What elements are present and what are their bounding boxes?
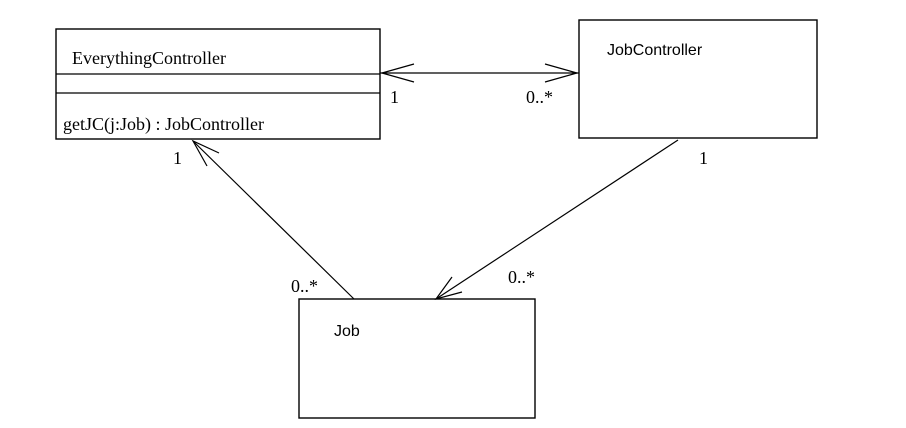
association-job-controller-job: 1 0..* — [434, 139, 708, 301]
job-class: Job — [298, 298, 536, 419]
arrowhead-to-job-controller — [544, 63, 580, 83]
everything-controller-operation: getJC(j:Job) : JobController — [63, 114, 264, 135]
arrowhead-to-everything-controller — [379, 63, 415, 83]
job-controller-name: JobController — [607, 42, 703, 59]
job-controller-box — [578, 19, 818, 139]
multiplicity-job-end-jc-assoc: 0..* — [508, 267, 535, 287]
job-box — [298, 298, 536, 419]
association-everything-controller-job-controller: 1 0..* — [379, 63, 580, 107]
everything-controller-name: EverythingController — [72, 48, 226, 68]
association-line-jc-job — [435, 139, 679, 300]
association-line-job-ec — [192, 140, 355, 300]
job-controller-class: JobController — [578, 19, 818, 139]
everything-controller-class: EverythingController getJC(j:Job) : JobC… — [55, 28, 381, 140]
everything-controller-box — [55, 28, 381, 140]
multiplicity-ec-end: 1 — [390, 87, 399, 107]
arrowhead-to-everything-controller-from-job — [191, 139, 220, 167]
multiplicity-jc-end-job-assoc: 1 — [699, 148, 708, 168]
multiplicity-jc-end: 0..* — [526, 87, 553, 107]
arrowhead-to-job — [434, 276, 463, 301]
association-job-everything-controller: 1 0..* — [173, 139, 355, 300]
multiplicity-job-end-ec-assoc: 0..* — [291, 276, 318, 296]
multiplicity-ec-end-job-assoc: 1 — [173, 148, 182, 168]
job-name: Job — [334, 323, 360, 340]
